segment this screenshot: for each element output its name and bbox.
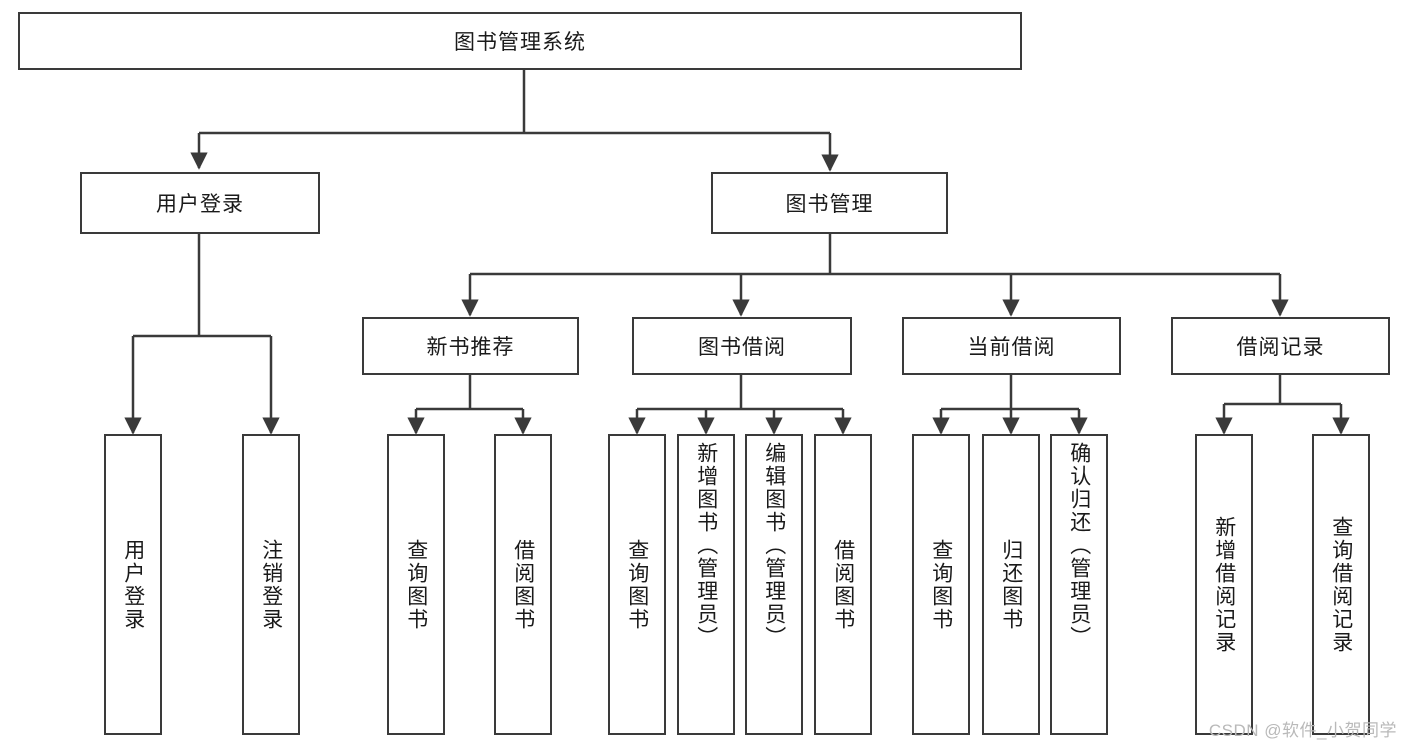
node-new-book-recommend[interactable]: 新书推荐 <box>362 317 579 375</box>
node-user-login-label: 用户登录 <box>156 193 244 216</box>
leaf-label: 查询借阅记录 <box>1329 515 1353 654</box>
leaf-book-borrow-1[interactable]: 查询图书 <box>608 434 666 735</box>
leaf-book-borrow-4[interactable]: 借阅图书 <box>814 434 872 735</box>
node-book-borrow-label: 图书借阅 <box>698 336 786 359</box>
leaf-book-borrow-3[interactable]: 编辑图书（管理员） <box>745 434 803 735</box>
watermark: CSDN @软件_小贺同学 <box>1208 721 1397 740</box>
leaf-label: 新增借阅记录 <box>1212 515 1236 654</box>
node-borrow-record[interactable]: 借阅记录 <box>1171 317 1390 375</box>
leaf-label: 用户登录 <box>121 538 145 631</box>
leaf-current-borrow-1[interactable]: 查询图书 <box>912 434 970 735</box>
node-book-manage-label: 图书管理 <box>785 193 874 216</box>
leaf-label: 新增图书（管理员） <box>694 442 718 649</box>
node-user-login[interactable]: 用户登录 <box>80 172 320 234</box>
leaf-label: 编辑图书（管理员） <box>762 442 786 649</box>
leaf-user-login-2[interactable]: 注销登录 <box>242 434 300 735</box>
leaf-current-borrow-3[interactable]: 确认归还（管理员） <box>1050 434 1108 735</box>
leaf-label: 查询图书 <box>625 538 649 631</box>
leaf-borrow-record-2[interactable]: 查询借阅记录 <box>1312 434 1370 735</box>
leaf-current-borrow-2[interactable]: 归还图书 <box>982 434 1040 735</box>
leaf-user-login-1[interactable]: 用户登录 <box>104 434 162 735</box>
node-new-book-recommend-label: 新书推荐 <box>426 336 515 359</box>
leaf-new-book-1[interactable]: 查询图书 <box>387 434 445 735</box>
node-current-borrow-label: 当前借阅 <box>967 336 1056 359</box>
node-book-manage[interactable]: 图书管理 <box>711 172 948 234</box>
leaf-label: 归还图书 <box>999 538 1023 631</box>
leaf-label: 确认归还（管理员） <box>1067 442 1091 649</box>
leaf-book-borrow-2[interactable]: 新增图书（管理员） <box>677 434 735 735</box>
node-book-borrow[interactable]: 图书借阅 <box>632 317 852 375</box>
node-current-borrow[interactable]: 当前借阅 <box>902 317 1121 375</box>
leaf-new-book-2[interactable]: 借阅图书 <box>494 434 552 735</box>
leaf-label: 借阅图书 <box>511 538 535 631</box>
leaf-label: 查询图书 <box>404 538 428 631</box>
leaf-label: 借阅图书 <box>831 538 855 631</box>
leaf-borrow-record-1[interactable]: 新增借阅记录 <box>1195 434 1253 735</box>
leaf-label: 注销登录 <box>259 538 283 631</box>
node-root-label: 图书管理系统 <box>454 31 586 54</box>
leaf-label: 查询图书 <box>929 538 953 631</box>
node-borrow-record-label: 借阅记录 <box>1236 336 1325 359</box>
node-root[interactable]: 图书管理系统 <box>18 12 1022 70</box>
